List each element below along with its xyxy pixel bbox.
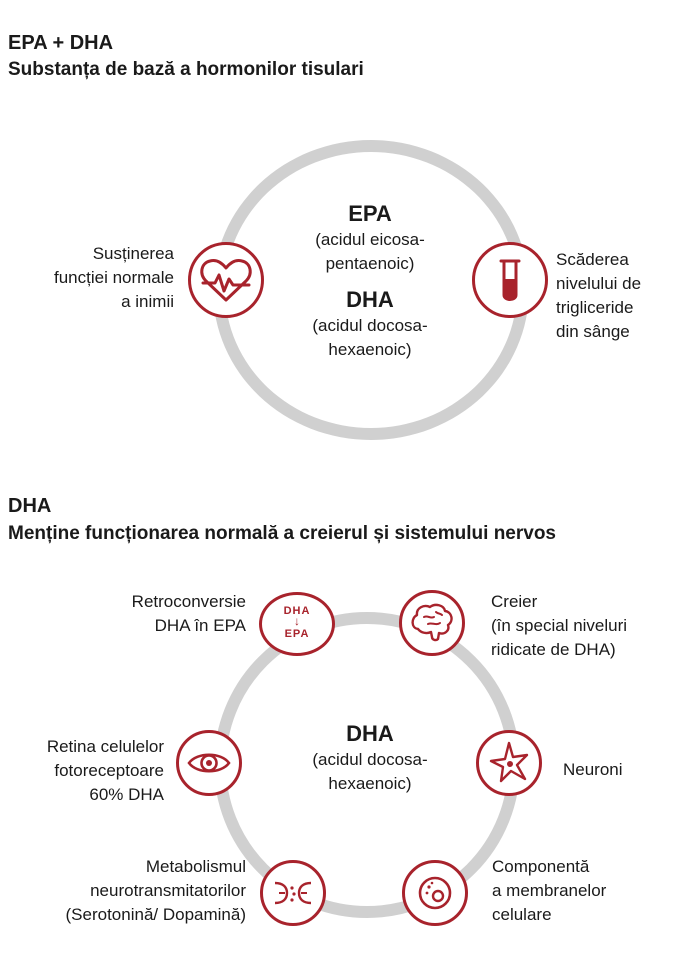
- dha-center-name: DHA: [346, 721, 394, 746]
- dha-to-epa-bottom: EPA: [284, 628, 310, 640]
- label-line: ridicate de DHA): [491, 640, 616, 659]
- label-line: Creier: [491, 592, 538, 611]
- section2-center-text: DHA (acidul docosa- hexaenoic): [280, 720, 460, 796]
- dha-to-epa-icon: DHA ↓ EPA: [259, 592, 335, 656]
- dha-desc-line1: (acidul docosa-: [312, 316, 428, 335]
- triglyceride-label: Scăderea nivelului de trigliceride din s…: [556, 248, 641, 344]
- epa-desc-line1: (acidul eicosa-: [315, 230, 425, 249]
- retroconversion-label: Retroconversie DHA în EPA: [60, 590, 246, 638]
- dha-to-epa-top: DHA: [283, 605, 311, 617]
- label-line: Metabolismul: [145, 857, 246, 876]
- label-line: (în special niveluri: [491, 616, 628, 635]
- epa-name: EPA: [348, 201, 392, 226]
- synapse-icon: [260, 860, 326, 926]
- label-line: neurotransmitatorilor: [90, 881, 246, 900]
- label-line: celulare: [492, 905, 552, 924]
- test-tube-icon: [472, 242, 548, 318]
- dha-desc-line2: hexaenoic): [328, 340, 412, 359]
- eye-icon: [176, 730, 242, 796]
- label-line: (Serotonină/ Dopamină): [65, 905, 246, 924]
- label-line: DHA în EPA: [154, 616, 246, 635]
- label-line: Componentă: [492, 857, 590, 876]
- cell-icon: [402, 860, 468, 926]
- label-line: a inimii: [121, 292, 174, 311]
- section1-subtitle: Substanța de bază a hormonilor tisulari: [8, 59, 364, 80]
- brain-icon: [399, 590, 465, 656]
- label-line: a membranelor: [492, 881, 607, 900]
- dha-name: DHA: [346, 287, 394, 312]
- heart-pulse-icon: [188, 242, 264, 318]
- neuron-icon: [476, 730, 542, 796]
- label-line: 60% DHA: [89, 785, 164, 804]
- label-line: Retina celulelor: [46, 737, 164, 756]
- label-line: fotoreceptoare: [54, 761, 164, 780]
- section2-title: DHA: [8, 495, 52, 517]
- label-line: nivelului de: [556, 274, 642, 293]
- label-line: Retroconversie: [131, 592, 246, 611]
- membrane-label: Componentă a membranelor celulare: [492, 855, 606, 927]
- section1-title: EPA + DHA: [8, 32, 114, 54]
- label-line: trigliceride: [556, 298, 634, 317]
- retina-label: Retina celulelor fotoreceptoare 60% DHA: [10, 735, 164, 807]
- epa-desc-line2: pentaenoic): [325, 254, 415, 273]
- neuron-label: Neuroni: [563, 758, 623, 782]
- neurotransmitter-label: Metabolismul neurotransmitatorilor (Sero…: [10, 855, 246, 927]
- dha-center-desc-line1: (acidul docosa-: [312, 750, 428, 769]
- heart-function-label: Susținerea funcției normale a inimii: [20, 242, 174, 314]
- section2-subtitle: Menține funcționarea normală a creierul …: [8, 523, 557, 544]
- section1-center-text: EPA (acidul eicosa- pentaenoic) DHA (aci…: [280, 200, 460, 362]
- label-line: Susținerea: [92, 244, 174, 263]
- label-line: din sânge: [556, 322, 630, 341]
- label-line: Neuroni: [563, 760, 623, 779]
- brain-label: Creier (în special niveluri ridicate de …: [491, 590, 627, 662]
- label-line: Scăderea: [556, 250, 629, 269]
- arrow-down-icon: ↓: [294, 614, 300, 628]
- dha-center-desc-line2: hexaenoic): [328, 774, 412, 793]
- label-line: funcției normale: [53, 268, 174, 287]
